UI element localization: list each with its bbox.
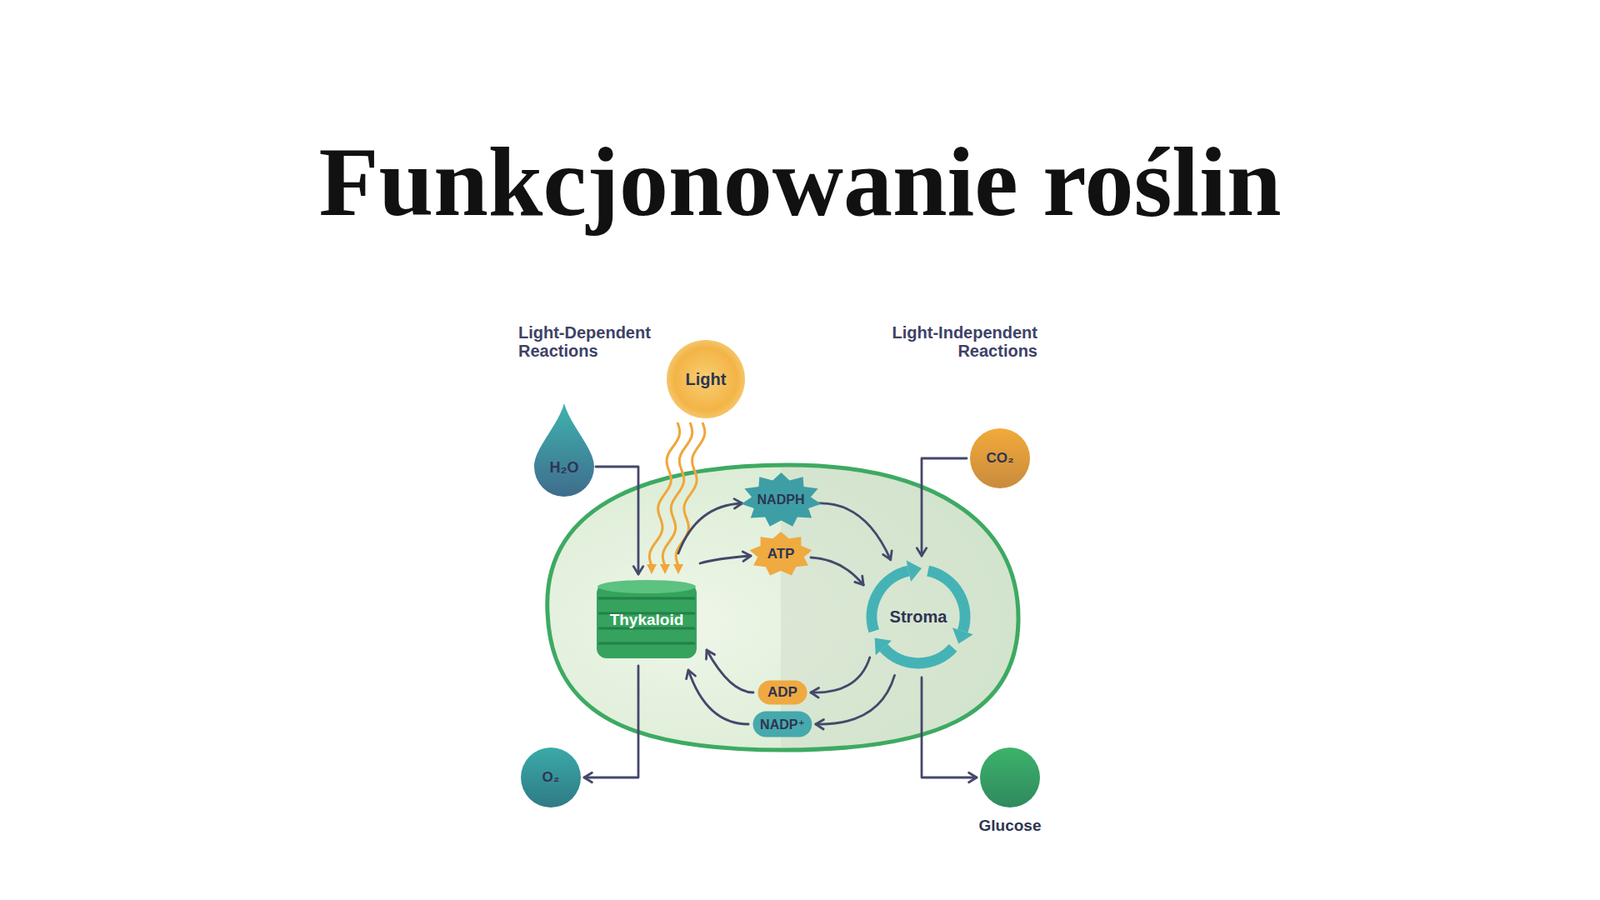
- light-ray: [662, 422, 692, 566]
- arrowhead: [883, 550, 893, 560]
- node-label: Stroma: [890, 607, 948, 627]
- section-label: Light-Independent Reactions: [870, 323, 1038, 360]
- molecule-circle: [970, 428, 1030, 489]
- connector-arrow: [678, 499, 743, 554]
- arrowhead: [686, 670, 696, 680]
- thylakoid-body: [596, 583, 697, 659]
- pill-node: NADP⁺: [752, 710, 813, 738]
- node-label: Light: [685, 370, 727, 390]
- connector-line: [584, 665, 639, 778]
- connector-arrow: [646, 422, 705, 575]
- connector-arrow: [810, 557, 864, 585]
- connector-arrow: [705, 650, 754, 693]
- connector-line: [921, 458, 967, 556]
- connector-arrow: [817, 503, 892, 560]
- arrowhead: [815, 719, 825, 729]
- energy-star: [740, 472, 821, 527]
- pill-node: ADP: [757, 680, 808, 705]
- star-node: ATP: [749, 531, 813, 577]
- connector-line: [688, 670, 749, 725]
- thylakoid-top: [597, 580, 696, 594]
- light-ray: [649, 422, 680, 566]
- connector-arrow: [921, 677, 977, 783]
- node-label: ATP: [767, 545, 795, 563]
- molecule-circle: [520, 747, 581, 808]
- arrowhead: [855, 575, 864, 585]
- thylakoid-disc-gap: [598, 642, 695, 645]
- node-label: Glucose: [979, 816, 1042, 835]
- connector-arrow: [700, 551, 751, 564]
- cycle-arrowhead: [906, 560, 922, 582]
- arrowhead: [734, 499, 743, 509]
- arrowhead: [646, 564, 657, 575]
- node-label: H₂O: [550, 459, 580, 477]
- node-label: ADP: [767, 684, 798, 701]
- node-label: Thykaloid: [610, 610, 685, 630]
- connector-line: [706, 650, 754, 693]
- connector-arrow: [916, 458, 967, 556]
- arrowhead: [660, 564, 670, 575]
- connector-arrow: [686, 670, 750, 725]
- glucose-circle: [980, 747, 1040, 808]
- connector-line: [810, 557, 864, 585]
- glabel-shape: [979, 746, 1041, 809]
- connector-arrow: [584, 665, 639, 783]
- cycle-arrowhead: [952, 627, 974, 644]
- cycle-arc: [883, 647, 953, 664]
- thylakoid-disc-gap: [598, 597, 695, 600]
- page-title: Funkcjonowanie roślin: [0, 133, 1600, 232]
- star-node: NADPH: [740, 472, 822, 528]
- light-ray: [675, 422, 705, 566]
- connector-line: [921, 677, 977, 778]
- connector-arrow: [815, 675, 895, 730]
- connector-line: [817, 503, 890, 560]
- connector-line: [678, 503, 743, 554]
- water-drop: [534, 403, 595, 497]
- connector-line: [595, 466, 639, 575]
- connector-arrow: [810, 657, 870, 698]
- node-label: NADPH: [757, 492, 805, 508]
- cycle-node: Stroma: [860, 558, 977, 675]
- arrowhead: [673, 564, 684, 575]
- arrowhead: [633, 566, 643, 575]
- arrowhead: [916, 548, 926, 556]
- node-label: O₂: [542, 769, 560, 786]
- circle-node: O₂: [520, 746, 582, 809]
- node-label: CO₂: [985, 450, 1014, 467]
- section-label: Light-Dependent Reactions: [518, 323, 685, 360]
- molecule-pill: [753, 711, 813, 738]
- arrowhead: [705, 650, 715, 660]
- molecule-pill: [758, 680, 808, 705]
- arrowhead: [810, 688, 820, 698]
- arrowhead: [742, 551, 751, 561]
- connector-arrow: [595, 466, 644, 575]
- circle-node: CO₂: [969, 427, 1031, 490]
- sun-circle: [666, 340, 745, 419]
- connector-line: [815, 675, 895, 725]
- chloroplast-membrane: [547, 465, 1019, 750]
- sun-node: Light: [665, 339, 746, 420]
- arrowhead: [584, 772, 592, 782]
- energy-star: [750, 531, 813, 575]
- stack-node: Thykaloid: [595, 576, 699, 664]
- node-label: NADP⁺: [760, 716, 805, 733]
- cycle-arrowhead: [875, 638, 892, 656]
- drop-shape: [534, 403, 595, 497]
- drop-node: H₂O: [534, 403, 595, 497]
- arrowhead: [969, 772, 977, 782]
- glabel-node: Glucose: [955, 746, 1065, 839]
